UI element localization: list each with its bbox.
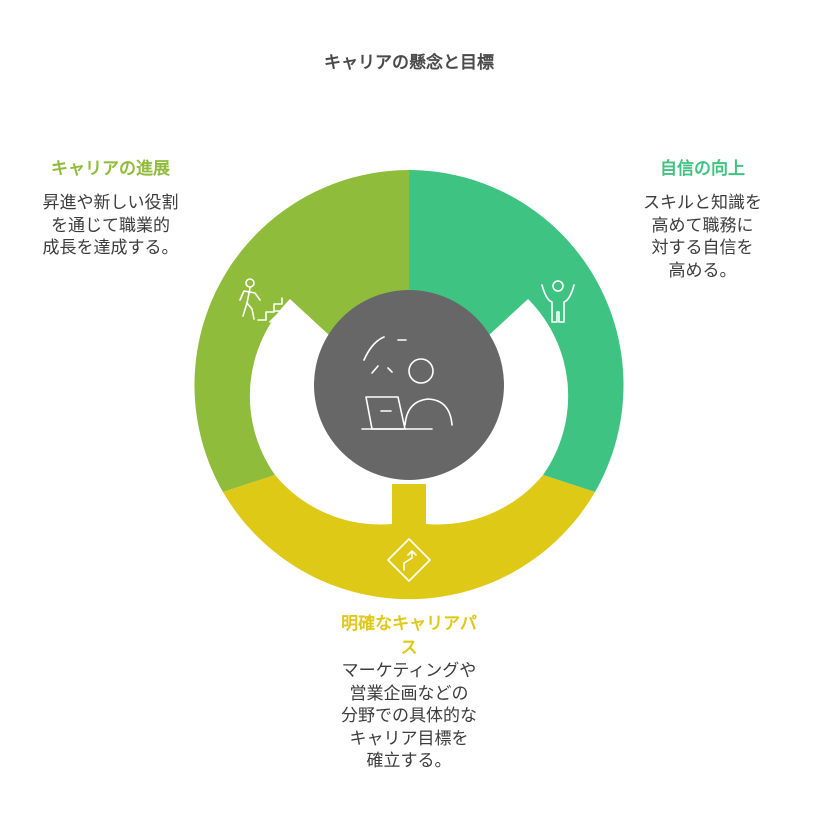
confidence-desc-line: 高める。 [668, 260, 737, 281]
segment-progress [194, 170, 409, 492]
path-desc-line: 確立する。 [366, 751, 452, 771]
path-title-line: 明確なキャリアパ [341, 614, 477, 634]
path-desc: マーケティングや 営業企画などの 分野での具体的な キャリア目標を 確立する。 [309, 660, 509, 773]
path-title-line: ス [400, 638, 418, 658]
person-arms-raised-icon [541, 280, 575, 323]
path-desc-line: 営業企画などの [349, 683, 469, 704]
person-laptop-thinking-icon [361, 336, 453, 430]
segment-path [223, 475, 595, 600]
diagram-title: キャリアの懸念と目標 [324, 53, 494, 73]
center-circle [314, 290, 504, 480]
confidence-desc-line: スキルと知識を [643, 193, 762, 213]
confidence-desc-line: 対する自信を [651, 238, 754, 258]
path-desc-line: マーケティングや [341, 661, 477, 681]
progress-desc-line: 成長を達成する。 [42, 238, 179, 258]
progress-title: キャリアの進展 [51, 159, 170, 179]
direction-sign-icon [387, 538, 431, 582]
segment-confidence [409, 170, 624, 492]
confidence-desc-line: 高めて職務に [651, 215, 754, 236]
confidence-title: 自信の向上 [660, 159, 745, 179]
confidence-desc: スキルと知識を 高めて職務に 対する自信を 高める。 [610, 192, 795, 282]
path-desc-line: キャリア目標を [349, 728, 469, 749]
path-title: 明確なキャリアパ ス [309, 612, 509, 660]
progress-desc-line: 昇進や新しい役割 [42, 193, 179, 213]
progress-desc: 昇進や新しい役割 を通じて職業的 成長を達成する。 [18, 192, 203, 260]
path-desc-line: 分野での具体的な [341, 706, 477, 726]
progress-desc-line: を通じて職業的 [51, 215, 170, 236]
person-climbing-stairs-icon [239, 278, 283, 323]
